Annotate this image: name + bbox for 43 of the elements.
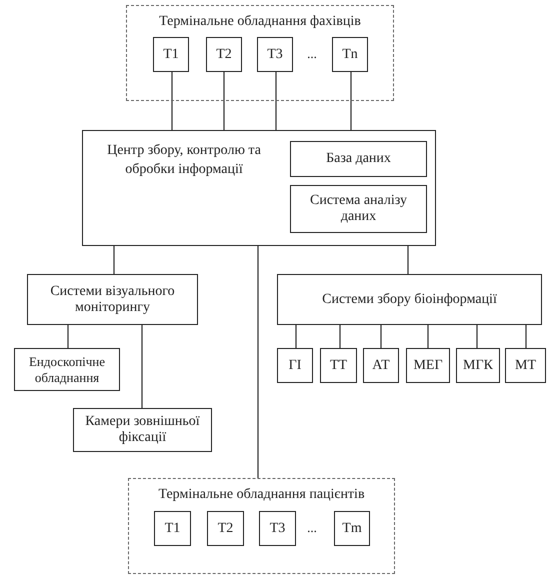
- connector-line: [339, 325, 341, 348]
- connector-line: [407, 246, 409, 274]
- ellipsis-label: ...: [306, 520, 318, 536]
- center-box: [82, 130, 436, 246]
- connector-line: [350, 72, 352, 130]
- process-box: Ендоскопічне обладнання: [14, 348, 120, 391]
- box-title: Центр збору, контролю та обробки інформації: [106, 142, 262, 179]
- process-box: Тm: [334, 511, 370, 546]
- connector-line: [476, 325, 478, 348]
- group-title: Термінальне обладнання пацієнтів: [158, 487, 365, 503]
- connector-line: [67, 325, 69, 348]
- dashed-group-frame: [126, 5, 394, 101]
- process-box: База даних: [290, 141, 427, 177]
- connector-line: [295, 325, 297, 348]
- process-box: Т2: [206, 37, 242, 72]
- process-box: Т1: [154, 511, 191, 546]
- process-box: ГІ: [277, 348, 313, 383]
- connector-line: [427, 325, 429, 348]
- process-box: Система аналізу даних: [290, 185, 427, 233]
- process-box: АТ: [363, 348, 399, 383]
- connector-line: [275, 72, 277, 130]
- connector-line: [171, 72, 173, 130]
- process-box: Системи збору біоінформації: [277, 274, 542, 325]
- connector-line: [141, 325, 143, 408]
- process-box: ТТ: [320, 348, 357, 383]
- connector-line: [257, 246, 259, 478]
- process-box: МТ: [505, 348, 546, 383]
- process-box: Тn: [332, 37, 368, 72]
- connector-line: [113, 246, 115, 274]
- process-box: Системи візуального моніторингу: [27, 274, 198, 325]
- dashed-group-frame: [128, 478, 395, 574]
- process-box: Камери зовнішньої фіксації: [73, 408, 212, 452]
- connector-line: [380, 325, 382, 348]
- ellipsis-label: ...: [306, 46, 318, 62]
- process-box: МГК: [456, 348, 500, 383]
- connector-line: [525, 325, 527, 348]
- process-box: Т3: [259, 511, 296, 546]
- process-box: Т3: [257, 37, 293, 72]
- process-box: МЕГ: [406, 348, 450, 383]
- process-box: Т1: [153, 37, 189, 72]
- process-box: Т2: [207, 511, 244, 546]
- group-title: Термінальне обладнання фахівців: [159, 14, 361, 30]
- connector-line: [223, 72, 225, 130]
